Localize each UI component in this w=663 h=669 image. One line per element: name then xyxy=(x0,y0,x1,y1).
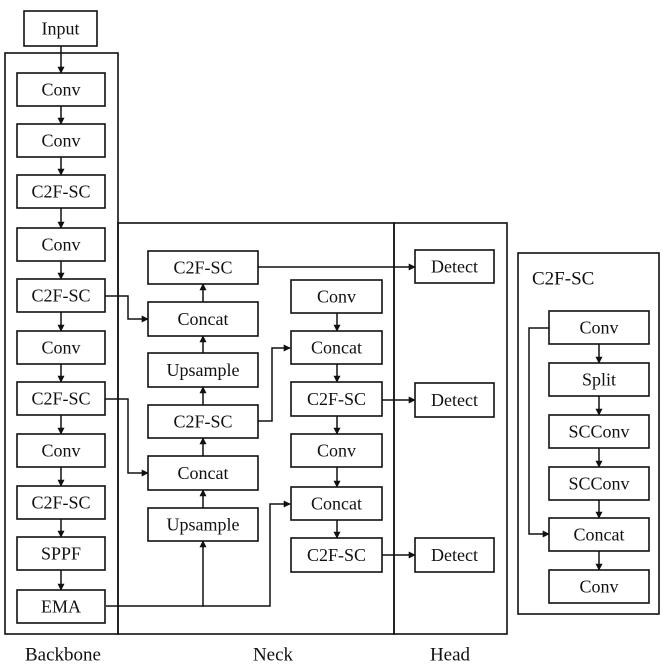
c2fsc-conv-2: Conv xyxy=(548,569,650,604)
neck-conv-a-label: Conv xyxy=(317,287,356,307)
neck-upsample-1-label: Upsample xyxy=(167,360,240,380)
c2fsc-scconv-1-label: SCConv xyxy=(568,422,629,442)
neck-upsample-2-label: Upsample xyxy=(167,515,240,535)
backbone-conv-5: Conv xyxy=(16,433,106,468)
head-panel xyxy=(393,222,508,635)
c2fsc-scconv-2: SCConv xyxy=(548,466,650,501)
backbone-section-label: Backbone xyxy=(25,645,101,666)
backbone-conv-4-label: Conv xyxy=(41,338,80,358)
backbone-conv-1: Conv xyxy=(16,72,106,107)
c2fsc-conv-1-label: Conv xyxy=(579,318,618,338)
head-section-label: Head xyxy=(430,645,471,666)
backbone-ema: EMA xyxy=(16,589,106,624)
backbone-sppf: SPPF xyxy=(16,536,106,571)
neck-conv-a: Conv xyxy=(290,279,383,314)
head-detect-2: Detect xyxy=(414,382,495,418)
neck-section-label: Neck xyxy=(253,645,294,666)
neck-c2f-sc-r2-label: C2F-SC xyxy=(307,545,366,565)
c2fsc-conv-1: Conv xyxy=(548,310,650,345)
c2fsc-detail-title: C2F-SC xyxy=(532,269,594,290)
backbone-c2f-sc-4-label: C2F-SC xyxy=(31,493,90,513)
backbone-c2f-sc-2: C2F-SC xyxy=(16,278,106,313)
head-detect-2-label: Detect xyxy=(431,390,478,410)
c2fsc-detail-panel xyxy=(517,252,660,615)
neck-c2f-sc-mid-label: C2F-SC xyxy=(173,412,232,432)
backbone-conv-3-label: Conv xyxy=(41,235,80,255)
head-detect-1-label: Detect xyxy=(431,257,478,277)
c2fsc-concat: Concat xyxy=(548,517,650,552)
backbone-c2f-sc-3: C2F-SC xyxy=(16,381,106,416)
head-detect-3-label: Detect xyxy=(431,545,478,565)
neck-concat-4-label: Concat xyxy=(311,494,362,514)
backbone-c2f-sc-4: C2F-SC xyxy=(16,485,106,520)
backbone-ema-label: EMA xyxy=(41,597,81,617)
neck-concat-3-label: Concat xyxy=(311,338,362,358)
neck-concat-2-label: Concat xyxy=(178,463,229,483)
backbone-conv-2: Conv xyxy=(16,123,106,158)
neck-c2f-sc-r1-label: C2F-SC xyxy=(307,389,366,409)
c2fsc-conv-2-label: Conv xyxy=(579,577,618,597)
neck-concat-4: Concat xyxy=(290,486,383,521)
c2fsc-split: Split xyxy=(548,362,650,397)
backbone-c2f-sc-1: C2F-SC xyxy=(16,174,106,209)
head-detect-3: Detect xyxy=(414,537,495,573)
backbone-conv-4: Conv xyxy=(16,330,106,365)
head-detect-1: Detect xyxy=(414,249,495,284)
c2fsc-scconv-2-label: SCConv xyxy=(568,474,629,494)
neck-concat-2: Concat xyxy=(147,455,259,491)
input-node: Input xyxy=(23,10,98,47)
neck-c2f-sc-mid: C2F-SC xyxy=(147,404,259,439)
neck-concat-3: Concat xyxy=(290,330,383,365)
input-label: Input xyxy=(42,19,80,39)
neck-upsample-2: Upsample xyxy=(147,507,259,542)
backbone-c2f-sc-3-label: C2F-SC xyxy=(31,389,90,409)
backbone-conv-1-label: Conv xyxy=(41,80,80,100)
neck-conv-b-label: Conv xyxy=(317,441,356,461)
neck-concat-1: Concat xyxy=(147,301,259,337)
backbone-conv-5-label: Conv xyxy=(41,441,80,461)
c2fsc-scconv-1: SCConv xyxy=(548,414,650,449)
c2fsc-split-label: Split xyxy=(582,370,616,390)
neck-c2f-sc-r1: C2F-SC xyxy=(290,381,383,417)
neck-concat-1-label: Concat xyxy=(178,309,229,329)
neck-c2f-sc-r2: C2F-SC xyxy=(290,537,383,573)
backbone-conv-2-label: Conv xyxy=(41,131,80,151)
neck-c2f-sc-top: C2F-SC xyxy=(147,250,259,285)
neck-c2f-sc-top-label: C2F-SC xyxy=(173,258,232,278)
neck-upsample-1: Upsample xyxy=(147,352,259,388)
backbone-sppf-label: SPPF xyxy=(41,544,81,564)
c2fsc-concat-label: Concat xyxy=(574,525,625,545)
backbone-conv-3: Conv xyxy=(16,227,106,262)
neck-conv-b: Conv xyxy=(290,433,383,468)
backbone-c2f-sc-1-label: C2F-SC xyxy=(31,182,90,202)
backbone-c2f-sc-2-label: C2F-SC xyxy=(31,286,90,306)
edges xyxy=(57,46,603,607)
